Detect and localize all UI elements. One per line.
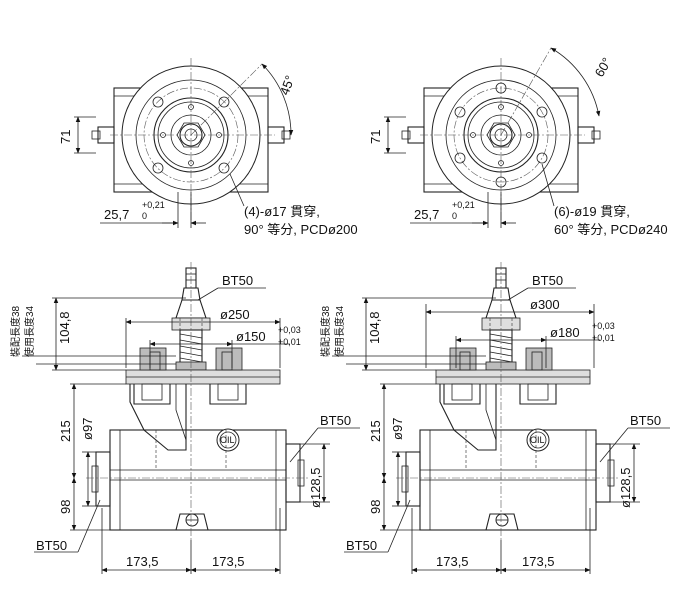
flange-dia-label: ø300 bbox=[530, 297, 560, 312]
bt50-side-label: BT50 bbox=[320, 413, 351, 428]
install-length-label: 裝配長度38 bbox=[319, 305, 332, 357]
angle-label: 45° bbox=[277, 73, 298, 97]
spigot-tol-minus: +0,01 bbox=[592, 333, 615, 343]
width-left-label: 173,5 bbox=[126, 554, 159, 569]
use-length-label: 使用長度34 bbox=[23, 305, 36, 357]
spigot-dia-label: ø150 bbox=[236, 329, 266, 344]
bolt-hole-pattern-4 bbox=[152, 96, 230, 174]
offset-tol-zero: 0 bbox=[452, 211, 457, 221]
offset-tol-plus: +0,21 bbox=[142, 200, 165, 210]
bt50-side-label: BT50 bbox=[630, 413, 661, 428]
dia-128-label: ø128,5 bbox=[308, 468, 323, 508]
height-dim: 71 bbox=[368, 130, 383, 144]
top-right-view: 60° 71 25,7 +0,21 0 (6)-ø19 貫穿, 60° 等分, … bbox=[368, 47, 668, 237]
bottom-left-gearbox-drawing bbox=[85, 261, 311, 541]
bt50-bottom-label: BT50 bbox=[346, 538, 377, 553]
spigot-tol-plus: +0,03 bbox=[278, 325, 301, 335]
hole-note-line2: 60° 等分, PCDø240 bbox=[554, 222, 668, 237]
bottom-right-view: BT50 ø300 ø180 +0,03 +0,01 104,8 裝配長度38 … bbox=[319, 261, 670, 574]
width-right-label: 173,5 bbox=[212, 554, 245, 569]
use-length-label: 使用長度34 bbox=[333, 305, 346, 357]
height-98-label: 98 bbox=[58, 500, 73, 514]
dia-97-label: ø97 bbox=[80, 418, 95, 440]
spigot-tol-plus: +0,03 bbox=[592, 321, 615, 331]
bt50-top-label: BT50 bbox=[222, 273, 253, 288]
bolt-hole-pattern-6 bbox=[454, 82, 548, 188]
bottom-right-gearbox-drawing bbox=[395, 261, 621, 541]
offset-tol-zero: 0 bbox=[142, 211, 147, 221]
install-length-label: 裝配長度38 bbox=[9, 305, 22, 357]
spigot-tol-minus: +0,01 bbox=[278, 337, 301, 347]
dia-128-label: ø128,5 bbox=[618, 468, 633, 508]
height-98-label: 98 bbox=[368, 500, 383, 514]
offset-dim: 25,7 bbox=[104, 207, 129, 222]
height-215-label: 215 bbox=[368, 420, 383, 442]
top-left-view: 45° 71 25,7 +0,21 0 (4)-ø17 貫穿, 90° 等分, … bbox=[58, 57, 358, 237]
width-right-label: 173,5 bbox=[522, 554, 555, 569]
height-104-label: 104,8 bbox=[57, 311, 72, 344]
bt50-bottom-label: BT50 bbox=[36, 538, 67, 553]
bottom-left-view: BT50 ø250 ø150 +0,03 +0,01 104,8 裝配長度38 … bbox=[9, 261, 360, 574]
dia-97-label: ø97 bbox=[390, 418, 405, 440]
flange-dia-label: ø250 bbox=[220, 307, 250, 322]
height-104-label: 104,8 bbox=[367, 311, 382, 344]
hole-note-line1: (4)-ø17 貫穿, bbox=[244, 204, 320, 219]
angle-label: 60° bbox=[592, 55, 615, 80]
offset-tol-plus: +0,21 bbox=[452, 200, 475, 210]
spigot-dia-label: ø180 bbox=[550, 325, 580, 340]
offset-dim: 25,7 bbox=[414, 207, 439, 222]
bt50-top-label: BT50 bbox=[532, 273, 563, 288]
hole-note-line1: (6)-ø19 貫穿, bbox=[554, 204, 630, 219]
oil-label: OIL bbox=[220, 435, 235, 445]
width-left-label: 173,5 bbox=[436, 554, 469, 569]
height-dim: 71 bbox=[58, 130, 73, 144]
hole-note-line2: 90° 等分, PCDø200 bbox=[244, 222, 358, 237]
oil-label: OIL bbox=[530, 435, 545, 445]
height-215-label: 215 bbox=[58, 420, 73, 442]
